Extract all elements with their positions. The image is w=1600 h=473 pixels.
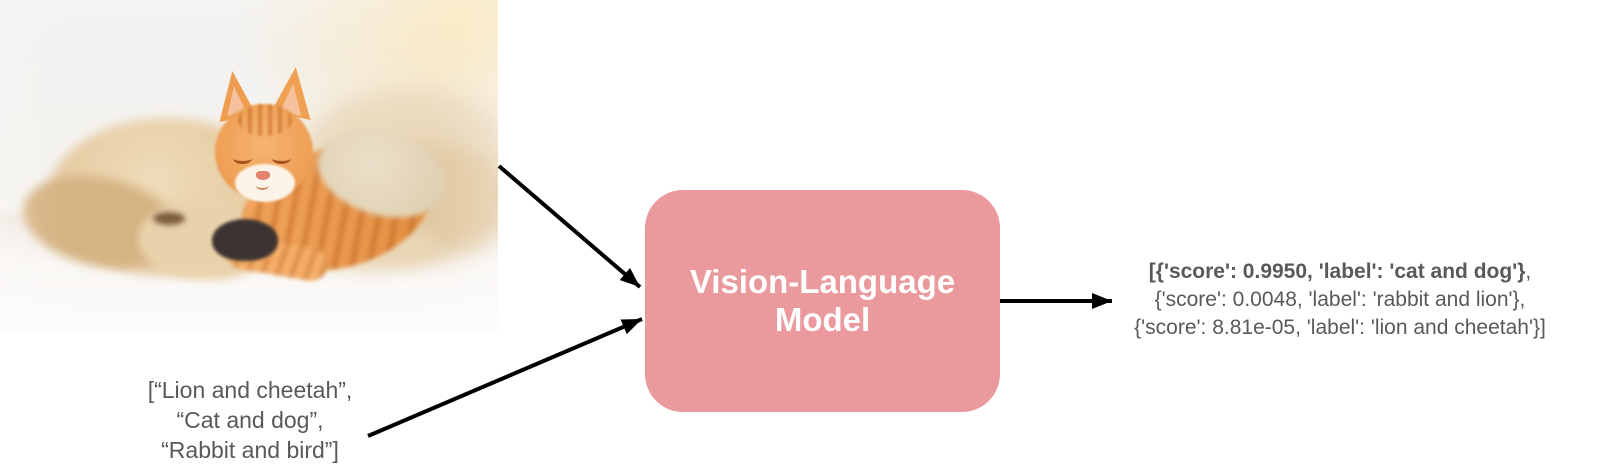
prompt-line: “Rabbit and bird”] — [161, 437, 339, 463]
kitten-closed-eye-left — [233, 153, 252, 164]
arrow-prompts-to-model — [367, 317, 643, 438]
output-line-1: [{'score': 0.9950, 'label': 'cat and dog… — [1080, 258, 1600, 286]
puppy-closed-eye — [153, 212, 185, 225]
model-label-line1: Vision-Language — [689, 263, 956, 300]
prompt-line: [“Lion and cheetah”, — [147, 377, 353, 403]
output-line-3: {'score': 8.81e-05, 'label': 'lion and c… — [1134, 316, 1546, 339]
prompt-line: “Cat and dog”, — [176, 407, 324, 433]
output-line-2: {'score': 0.0048, 'label': 'rabbit and l… — [1154, 288, 1526, 311]
vision-language-model-box: Vision-Language Model — [645, 190, 1000, 412]
kitten-forehead-stripes — [238, 104, 292, 136]
kitten-mouth — [256, 181, 269, 190]
output-line-1-bold: [{'score': 0.9950, 'label': 'cat and dog… — [1148, 260, 1526, 283]
photo-soft-vignette — [0, 0, 498, 332]
model-label-line2: Model — [774, 301, 871, 338]
model-output-text: [{'score': 0.9950, 'label': 'cat and dog… — [1080, 258, 1600, 342]
kitten-closed-eye-right — [272, 153, 291, 164]
input-image-photo — [0, 0, 498, 332]
puppy-nose — [212, 219, 278, 261]
kitten-nose — [256, 171, 270, 180]
output-line-1-comma: , — [1525, 260, 1532, 283]
text-prompts-list: [“Lion and cheetah”, “Cat and dog”, “Rab… — [100, 375, 400, 465]
arrow-image-to-model — [497, 164, 642, 289]
